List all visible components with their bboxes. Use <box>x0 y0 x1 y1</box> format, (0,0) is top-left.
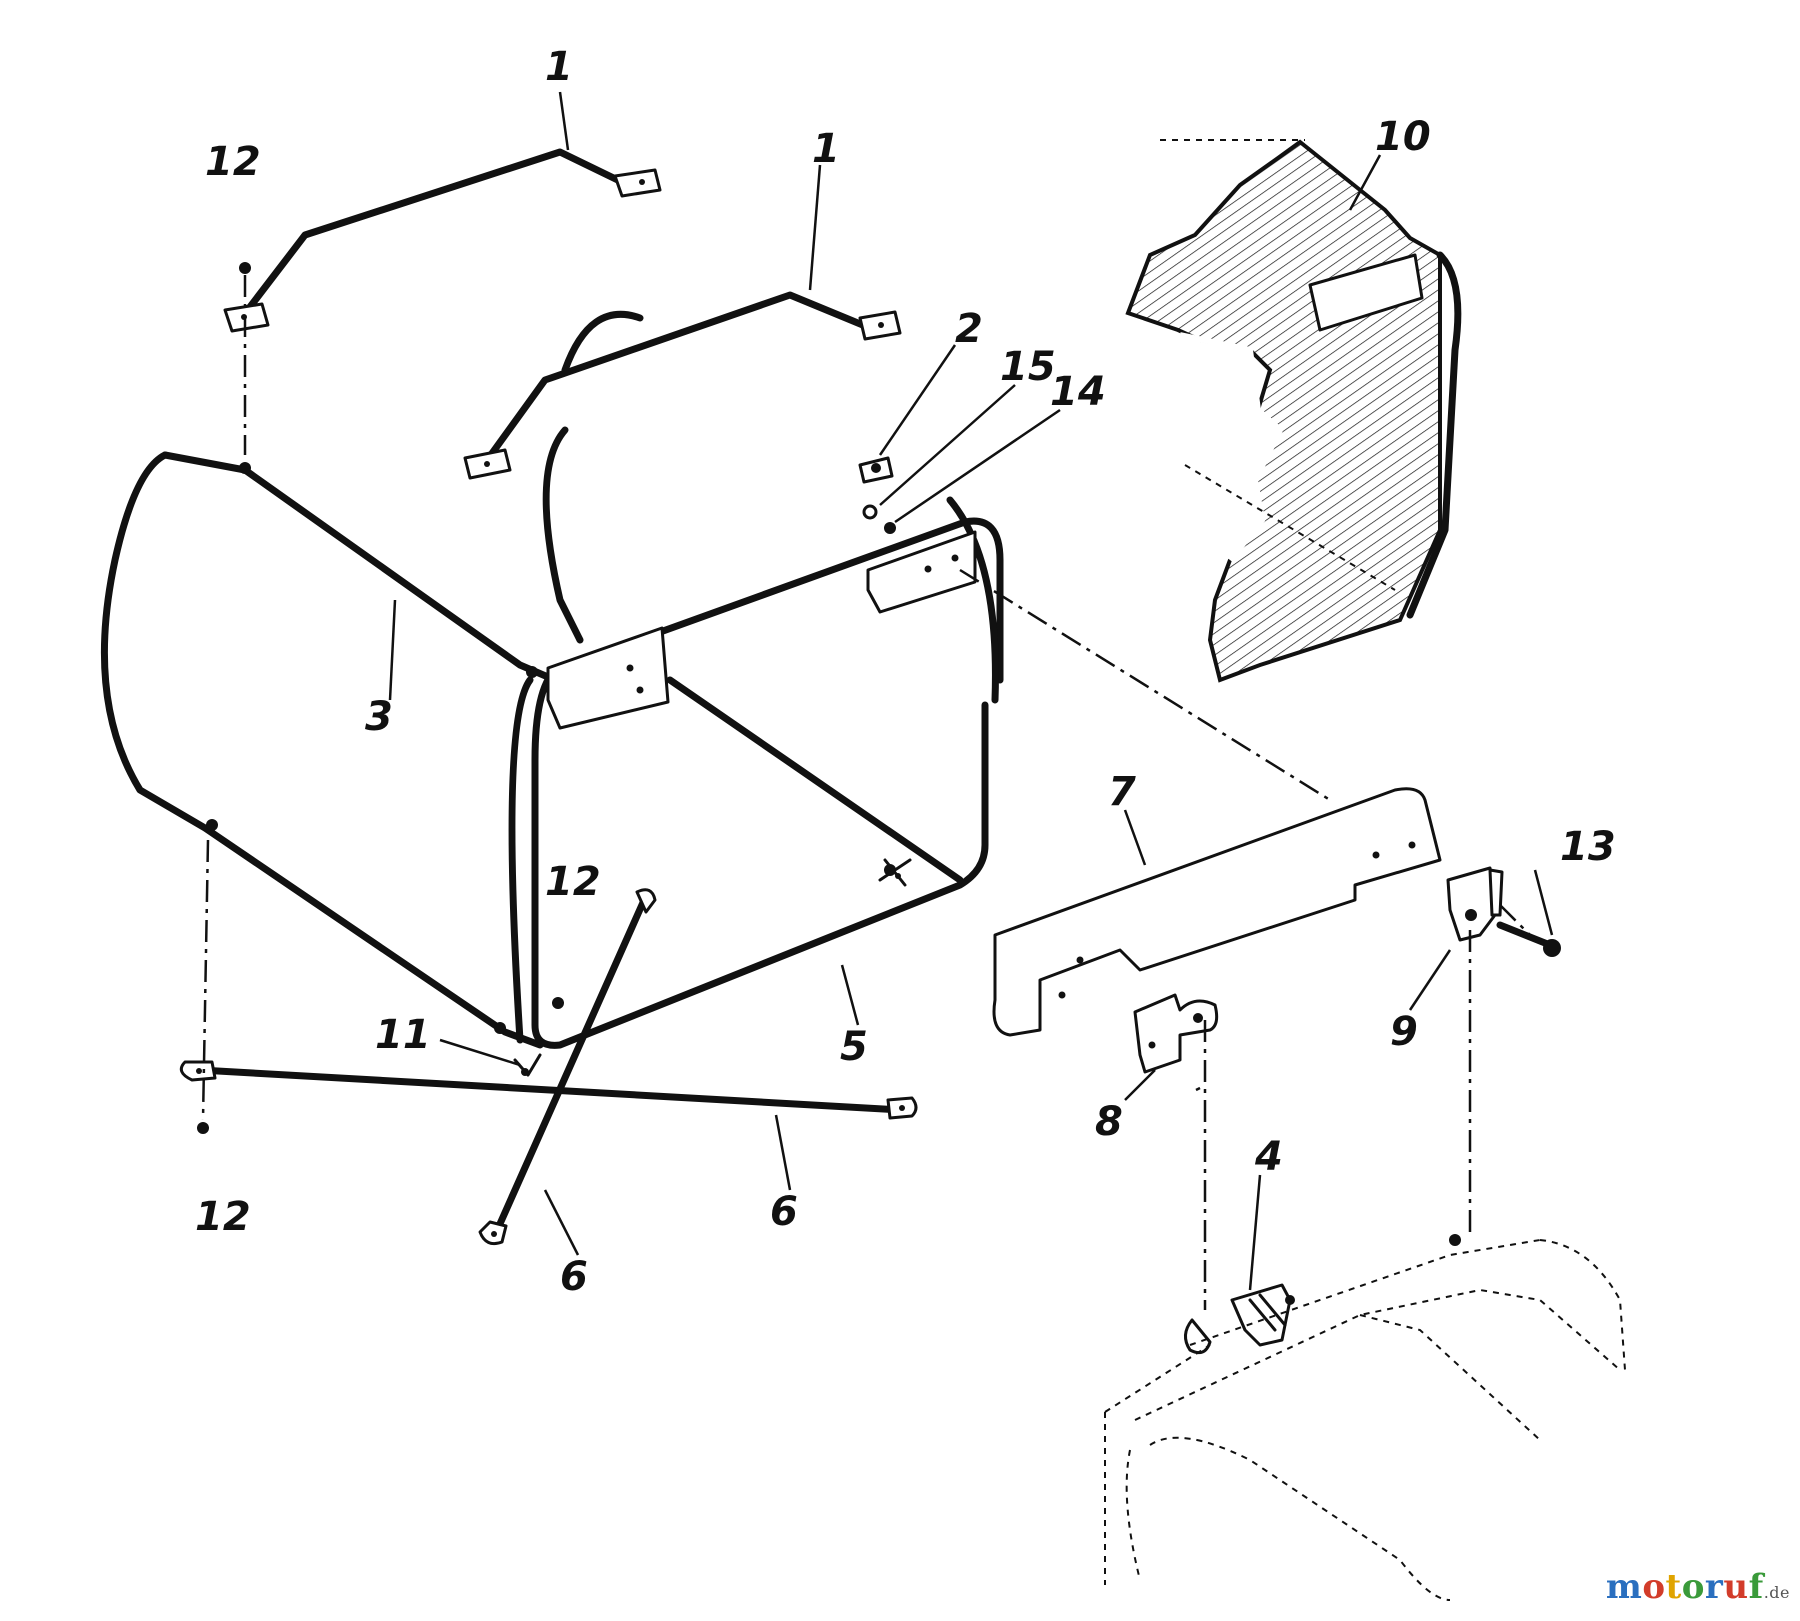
callout-leaders <box>388 91 1554 1291</box>
callout-13: 13 <box>1560 824 1616 870</box>
watermark-letter: o <box>1681 1567 1705 1607</box>
callout-10: 10 <box>1375 114 1431 160</box>
tractor-body-outline <box>1104 1234 1626 1601</box>
callout-1-left: 1 <box>545 44 573 90</box>
callout-15: 15 <box>1000 344 1056 390</box>
part-5-main-frame <box>531 310 1004 1049</box>
callout-3: 3 <box>365 694 393 740</box>
watermark-letter: m <box>1605 1567 1643 1607</box>
callout-labels: 1 1 2 15 14 10 12 3 12 11 12 6 6 5 7 13 … <box>195 44 1616 1300</box>
part-9-bracket <box>1446 866 1504 942</box>
assembly-lines <box>201 275 1536 1310</box>
watermark-letter: r <box>1704 1567 1724 1607</box>
callout-7: 7 <box>1108 769 1136 815</box>
part-2-clip <box>858 456 894 484</box>
part-8-bracket <box>1133 993 1219 1074</box>
part-15-washer <box>862 504 878 520</box>
part-1-left-bail-rod <box>223 148 662 333</box>
watermark-letter: o <box>1642 1567 1666 1607</box>
callout-2: 2 <box>955 306 983 352</box>
part-1-right-bail-rod <box>463 291 902 480</box>
callout-9: 9 <box>1390 1009 1418 1055</box>
watermark-suffix: .de <box>1763 1583 1790 1602</box>
part-13-bolt <box>1496 921 1561 957</box>
callout-14: 14 <box>1050 369 1106 415</box>
watermark-letter: u <box>1723 1567 1749 1607</box>
callout-8: 8 <box>1095 1099 1123 1145</box>
part-6-diagonal-brace <box>478 888 657 1246</box>
callout-12-top: 12 <box>205 139 261 185</box>
watermark-letter: t <box>1665 1567 1682 1607</box>
part-3-side-frame <box>100 451 559 1049</box>
callout-11: 11 <box>375 1012 431 1058</box>
callout-6-right: 6 <box>770 1189 798 1235</box>
part-6-horizontal-brace <box>179 1060 918 1120</box>
callout-1-right: 1 <box>812 126 840 172</box>
part-7-mounting-plate <box>992 787 1442 1037</box>
part-14-nut <box>884 522 896 534</box>
callout-4: 4 <box>1254 1134 1283 1180</box>
callout-6-left: 6 <box>560 1254 588 1300</box>
part-10-grass-bag <box>1125 139 1462 683</box>
callout-12-bottom: 12 <box>195 1194 251 1240</box>
motoruf-watermark: motoruf.de <box>1606 1567 1790 1607</box>
watermark-letter: f <box>1748 1567 1764 1607</box>
callout-5: 5 <box>840 1024 868 1070</box>
part-4-latch <box>1184 1283 1295 1355</box>
part-12-nuts <box>197 262 564 1134</box>
callout-12-mid: 12 <box>545 859 601 905</box>
